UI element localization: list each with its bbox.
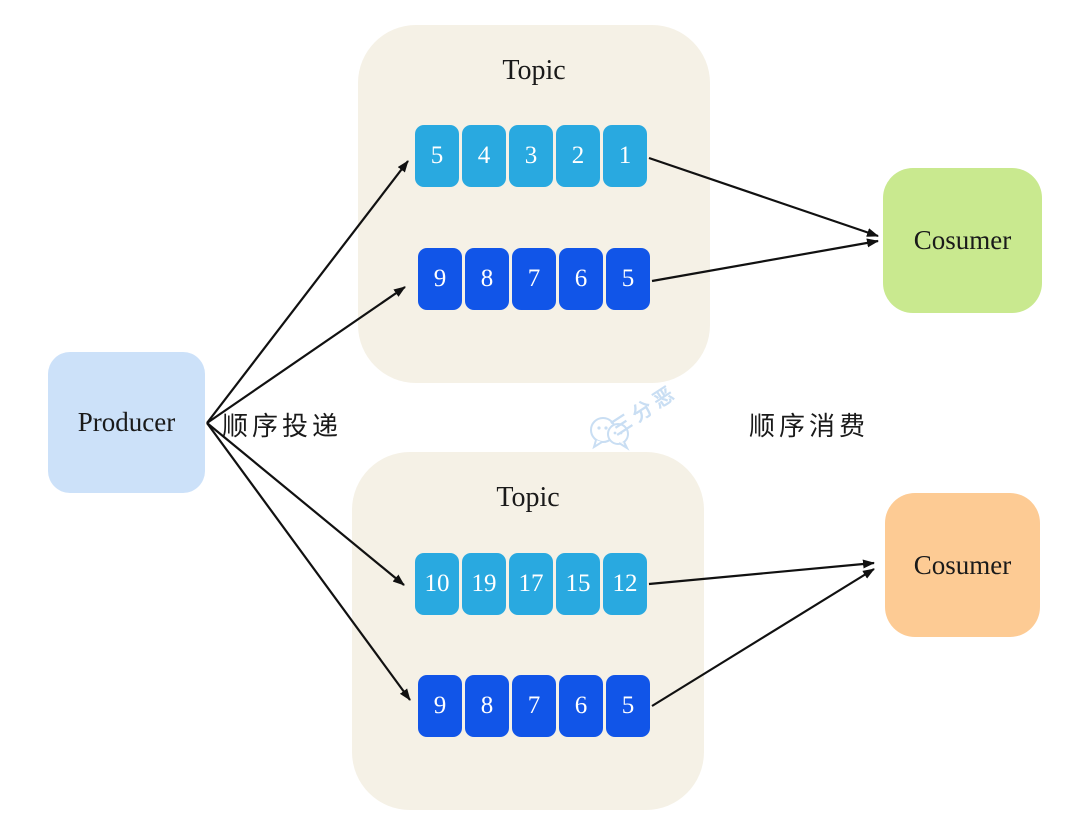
topic-1-partition-1: 5 4 3 2 1 <box>415 125 647 187</box>
message-cell: 5 <box>415 125 459 187</box>
topic-1-partition-2: 9 8 7 6 5 <box>418 248 650 310</box>
consumer-node-1: Cosumer <box>883 168 1042 313</box>
message-cell: 3 <box>509 125 553 187</box>
topic-2-partition-2: 9 8 7 6 5 <box>418 675 650 737</box>
topic-1-title: Topic <box>502 55 566 86</box>
message-cell: 8 <box>465 248 509 310</box>
ordered-consumption-label: 顺序消费 <box>749 412 870 441</box>
message-cell: 6 <box>559 675 603 737</box>
message-cell: 6 <box>559 248 603 310</box>
message-cell: 5 <box>606 675 650 737</box>
message-cell: 8 <box>465 675 509 737</box>
message-cell: 15 <box>556 553 600 615</box>
topic-panel-2: Topic 10 19 17 15 12 9 8 7 6 5 <box>352 452 704 810</box>
topic-2-partition-1: 10 19 17 15 12 <box>415 553 647 615</box>
message-cell: 9 <box>418 675 462 737</box>
message-cell: 12 <box>603 553 647 615</box>
producer-label: Producer <box>77 407 176 437</box>
producer-node: Producer <box>48 352 205 493</box>
message-cell: 2 <box>556 125 600 187</box>
consumer-2-label: Cosumer <box>913 549 1012 580</box>
topic-2-title: Topic <box>496 482 560 513</box>
message-cell: 7 <box>512 248 556 310</box>
consumer-node-2: Cosumer <box>885 493 1040 637</box>
topic-panel-1: Topic 5 4 3 2 1 9 8 7 6 5 <box>358 25 710 383</box>
message-cell: 9 <box>418 248 462 310</box>
ordered-delivery-label: 顺序投递 <box>222 412 343 441</box>
message-cell: 5 <box>606 248 650 310</box>
consumer-1-label: Cosumer <box>913 225 1012 255</box>
message-cell: 17 <box>509 553 553 615</box>
message-cell: 4 <box>462 125 506 187</box>
message-cell: 7 <box>512 675 556 737</box>
watermark-text: 三分恶 <box>607 380 683 441</box>
message-cell: 19 <box>462 553 506 615</box>
watermark: 三分恶 <box>584 381 714 464</box>
message-cell: 1 <box>603 125 647 187</box>
chat-bubbles-icon <box>590 417 630 451</box>
message-cell: 10 <box>415 553 459 615</box>
